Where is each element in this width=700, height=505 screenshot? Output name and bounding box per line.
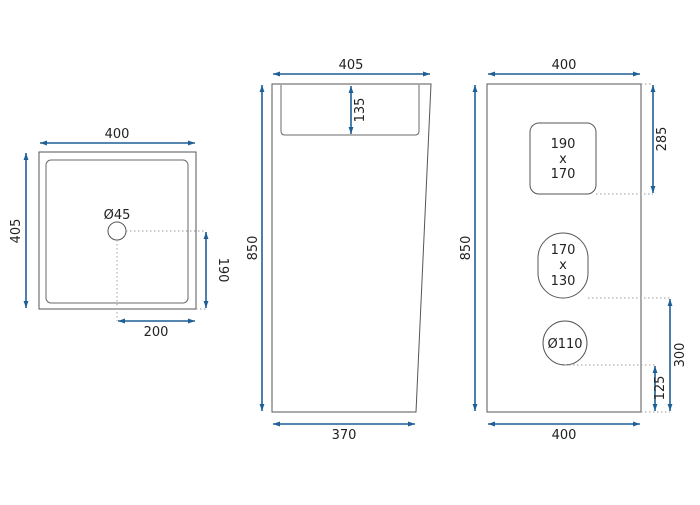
- side-height-label: 850: [246, 236, 261, 261]
- upper-hole-label-line1: 190: [551, 137, 576, 152]
- middle-hole-label-line3: 130: [551, 274, 576, 289]
- side-view: 405 135 850 370: [246, 58, 432, 443]
- upper-offset-label: 285: [655, 127, 670, 152]
- top-width-label: 400: [105, 127, 130, 142]
- back-bottom-width-label: 400: [552, 428, 577, 443]
- upper-hole-label-line2: x: [559, 152, 567, 167]
- upper-hole: [529, 122, 597, 195]
- drain-x-label: 200: [144, 325, 169, 340]
- side-top-width-label: 405: [339, 58, 364, 73]
- side-bottom-width-label: 370: [332, 428, 357, 443]
- upper-hole-label-line3: 170: [551, 167, 576, 182]
- top-view: 400 405 Ø45 190 200: [9, 127, 230, 340]
- pedestal-outline: [271, 83, 432, 413]
- back-panel-outline: [486, 83, 642, 413]
- back-top-width-label: 400: [552, 58, 577, 73]
- basin-inner-outline: [45, 159, 189, 304]
- middle-hole-label-line1: 170: [551, 243, 576, 258]
- middle-offset-label: 300: [673, 343, 688, 368]
- basin-outer-outline: [38, 151, 197, 310]
- back-height-label: 850: [459, 236, 474, 261]
- middle-hole: [537, 232, 589, 299]
- drain-y-label: 190: [215, 258, 230, 283]
- basin-depth-label: 135: [353, 98, 368, 123]
- lower-hole-label: Ø110: [547, 337, 582, 352]
- drain-hole: [107, 221, 127, 241]
- back-view: 400 850 400 285 300 125 190 x 170 170 x …: [459, 58, 688, 443]
- top-depth-label: 405: [9, 219, 24, 244]
- basin-section: [280, 85, 420, 136]
- middle-hole-label-line2: x: [559, 258, 567, 273]
- lower-offset-label: 125: [653, 376, 668, 401]
- drain-diameter-label: Ø45: [104, 208, 131, 223]
